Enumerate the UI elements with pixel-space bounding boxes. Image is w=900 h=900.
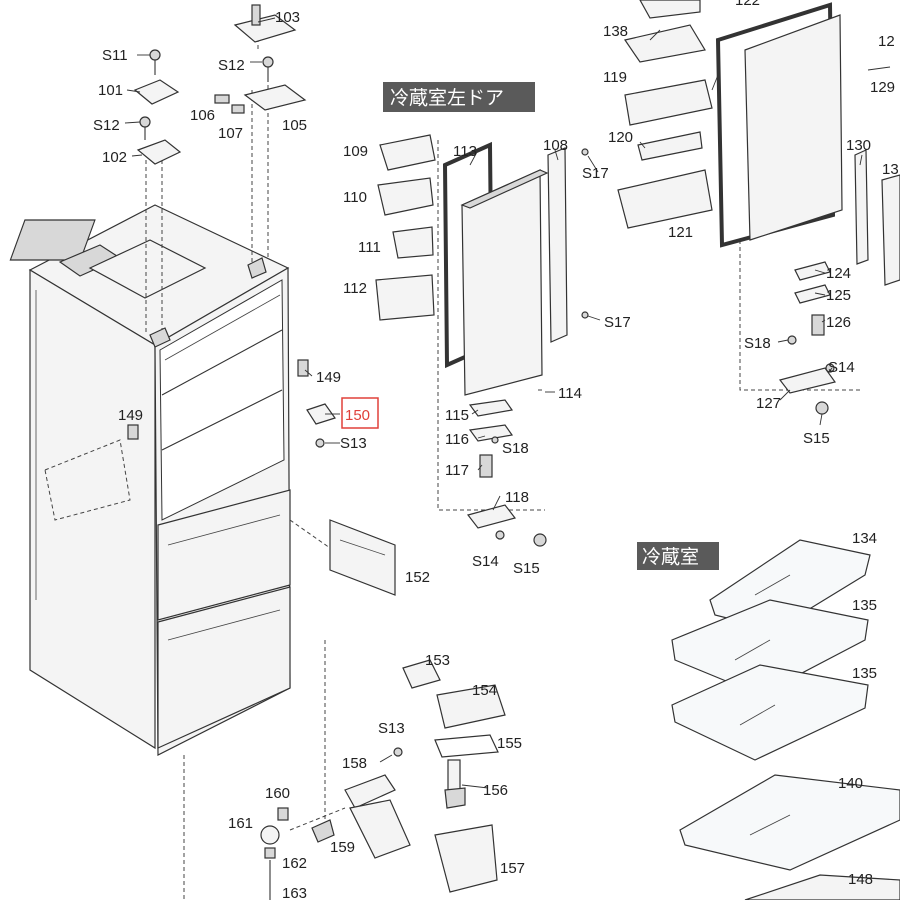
part-label-113: 113 [453, 143, 477, 160]
part-label-101: 101 [98, 82, 123, 99]
door-pockets-left [375, 134, 436, 321]
part-label-s18-right: S18 [744, 335, 771, 352]
part-label-153: 153 [425, 652, 450, 669]
part-label-154: 154 [472, 682, 497, 699]
part-label-s14-left: S14 [472, 553, 499, 570]
part-label-s13-upper: S13 [340, 435, 367, 452]
left-door-panel [460, 169, 549, 396]
part-label-s13-lower: S13 [378, 720, 405, 737]
part-label-156: 156 [483, 782, 508, 799]
right-door-parts [617, 0, 900, 415]
part-label-107: 107 [218, 125, 243, 142]
part-label-13x: 13 [882, 161, 899, 178]
section-label-left-door: 冷蔵室左ドア [383, 82, 535, 112]
part-label-158: 158 [342, 755, 367, 772]
part-label-162: 162 [282, 855, 307, 872]
section-label-fridge: 冷蔵室 [637, 542, 719, 570]
part-label-134: 134 [852, 530, 877, 547]
part-label-110: 110 [343, 189, 367, 206]
part-label-119: 119 [603, 69, 627, 86]
part-label-125: 125 [826, 287, 851, 304]
part-label-129: 129 [870, 79, 895, 96]
section-label-fridge-text: 冷蔵室 [642, 546, 699, 568]
part-label-117: 117 [445, 462, 469, 479]
part-label-111: 111 [358, 239, 381, 256]
part-label-152: 152 [405, 569, 430, 586]
part-label-s14-right: S14 [828, 359, 855, 376]
part-label-108: 108 [543, 137, 568, 154]
part-label-155: 155 [497, 735, 522, 752]
glass-shelves [671, 539, 900, 900]
part-label-103: 103 [275, 9, 300, 26]
part-label-106: 106 [190, 107, 215, 124]
part-label-s12-lower: S12 [93, 117, 120, 134]
part-label-105: 105 [282, 117, 307, 134]
part-label-115: 115 [445, 407, 469, 424]
water-supply-parts [260, 659, 506, 900]
panel-152 [329, 519, 396, 596]
part-label-s18-left: S18 [502, 440, 529, 457]
part-number-labels: 103 S11 S12 101 106 107 105 S12 102 149 … [93, 0, 899, 900]
part-label-s15-left: S15 [513, 560, 540, 577]
part-label-160: 160 [265, 785, 290, 802]
part-label-s12-upper: S12 [218, 57, 245, 74]
section-label-left-door-text: 冷蔵室左ドア [390, 87, 504, 109]
part-label-102: 102 [102, 149, 127, 166]
refrigerator-cabinet [9, 204, 291, 756]
cabinet-small-parts [127, 359, 336, 448]
part-label-s11: S11 [102, 47, 128, 64]
part-label-138: 138 [603, 23, 628, 40]
part-label-s17-lower: S17 [604, 314, 631, 331]
part-label-149-left: 149 [118, 407, 143, 424]
part-label-130: 130 [846, 137, 871, 154]
part-label-126: 126 [826, 314, 851, 331]
part-label-121: 121 [668, 224, 693, 241]
part-label-124: 124 [826, 265, 851, 282]
part-label-150: 150 [345, 407, 370, 424]
part-label-161: 161 [228, 815, 253, 832]
part-label-112: 112 [343, 280, 367, 297]
part-label-s17-upper: S17 [582, 165, 609, 182]
door-rail [547, 147, 589, 343]
left-door-hinge-parts [466, 399, 547, 547]
part-label-140: 140 [838, 775, 863, 792]
part-label-12x: 12 [878, 33, 895, 50]
part-label-157: 157 [500, 860, 525, 877]
part-label-122: 122 [735, 0, 760, 9]
part-label-109: 109 [343, 143, 368, 160]
part-label-127: 127 [756, 395, 781, 412]
part-label-116: 116 [445, 431, 469, 448]
part-label-114: 114 [558, 385, 582, 402]
part-label-148: 148 [848, 871, 873, 888]
part-label-120: 120 [608, 129, 633, 146]
highlight-box-150 [341, 397, 379, 429]
part-label-149-right: 149 [316, 369, 341, 386]
top-hinge-parts [133, 4, 307, 165]
leader-lines [124, 17, 863, 789]
part-label-163: 163 [282, 885, 307, 900]
part-label-135-upper: 135 [852, 597, 877, 614]
part-label-s15-right: S15 [803, 430, 830, 447]
part-label-159: 159 [330, 839, 355, 856]
part-label-118: 118 [505, 489, 529, 506]
part-label-135-lower: 135 [852, 665, 877, 682]
